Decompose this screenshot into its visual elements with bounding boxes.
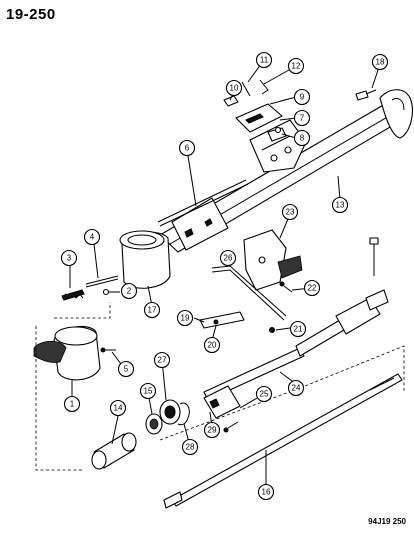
callout-25: 25	[255, 385, 273, 403]
leader-lines	[69, 59, 381, 490]
callout-16: 16	[257, 483, 275, 501]
shroud	[119, 230, 171, 289]
callout-15-label: 15	[144, 387, 153, 396]
callout-21-label: 21	[294, 325, 303, 334]
callout-26: 26	[219, 249, 237, 267]
callout-15: 15	[139, 382, 157, 400]
callout-29: 29	[203, 421, 221, 439]
callout-3: 3	[60, 249, 78, 267]
callout-27: 27	[153, 351, 171, 369]
callout-10: 10	[225, 79, 243, 97]
bracket-23	[243, 229, 303, 291]
callout-7: 7	[293, 109, 311, 127]
callout-27-label: 27	[158, 356, 167, 365]
bolt-18	[355, 89, 377, 101]
leader-dashed-3	[299, 345, 405, 392]
callout-14-label: 14	[114, 404, 123, 413]
callout-18: 18	[371, 53, 389, 71]
callout-13: 13	[331, 196, 349, 214]
callout-6-label: 6	[185, 144, 190, 153]
steering-shaft	[163, 373, 403, 509]
callout-23-label: 23	[286, 208, 295, 217]
callout-14: 14	[109, 399, 127, 417]
callout-19-label: 19	[181, 314, 190, 323]
callout-10-label: 10	[230, 84, 239, 93]
callout-9-label: 9	[300, 93, 305, 102]
callout-1-label: 1	[70, 400, 75, 409]
intermediate-shaft	[203, 319, 345, 433]
callout-2: 2	[120, 282, 138, 300]
callout-21: 21	[289, 320, 307, 338]
callout-2-label: 2	[127, 287, 132, 296]
callout-7-label: 7	[300, 114, 305, 123]
callout-22-label: 22	[308, 284, 317, 293]
spring-3	[61, 289, 85, 301]
leader-dashed-1	[54, 302, 111, 319]
callout-25-label: 25	[260, 390, 269, 399]
pin-4	[85, 275, 119, 288]
callout-3-label: 3	[67, 254, 72, 263]
callout-12-label: 12	[292, 62, 301, 71]
callout-24-label: 24	[292, 384, 301, 393]
washer-2	[102, 288, 110, 296]
nut-21	[269, 327, 275, 333]
callout-29-label: 29	[208, 426, 217, 435]
callout-19: 19	[176, 309, 194, 327]
callout-4: 4	[83, 228, 101, 246]
callout-5: 5	[117, 360, 135, 378]
callout-20: 20	[203, 336, 221, 354]
callout-5-label: 5	[124, 365, 129, 374]
shift-rod	[157, 179, 249, 227]
retainer-28	[177, 402, 190, 426]
sleeve	[91, 432, 137, 470]
u-joint-upper	[335, 289, 389, 335]
switch-housing	[33, 325, 101, 381]
callout-11-label: 11	[260, 56, 269, 65]
leader-dashed-4	[159, 387, 301, 441]
callout-22: 22	[303, 279, 321, 297]
callout-20-label: 20	[208, 341, 217, 350]
callout-24: 24	[287, 379, 305, 397]
stud	[369, 237, 379, 276]
bearing-15	[145, 413, 163, 435]
callout-8: 8	[293, 129, 311, 147]
seal-27	[159, 399, 181, 425]
callout-1: 1	[63, 395, 81, 413]
callout-18-label: 18	[376, 58, 385, 67]
leader-dashed-2	[35, 326, 82, 471]
screw-5	[100, 347, 116, 353]
callout-6: 6	[178, 139, 196, 157]
callout-12: 12	[287, 57, 305, 75]
callout-13-label: 13	[336, 201, 345, 210]
callout-28-label: 28	[186, 443, 195, 452]
callout-26-label: 26	[224, 254, 233, 263]
page-number: 19-250	[6, 6, 56, 23]
callout-9: 9	[293, 88, 311, 106]
clip-22	[279, 281, 293, 293]
callout-23: 23	[281, 203, 299, 221]
reference-code: 94J19 250	[368, 517, 406, 526]
callout-16-label: 16	[262, 488, 271, 497]
callout-8-label: 8	[300, 134, 305, 143]
callout-4-label: 4	[90, 233, 95, 242]
column-jacket	[159, 89, 413, 253]
callout-11: 11	[255, 51, 273, 69]
callout-17: 17	[143, 301, 161, 319]
callout-28: 28	[181, 438, 199, 456]
lock-components	[223, 79, 287, 142]
callout-17-label: 17	[148, 306, 157, 315]
lever-19-20	[199, 311, 245, 329]
